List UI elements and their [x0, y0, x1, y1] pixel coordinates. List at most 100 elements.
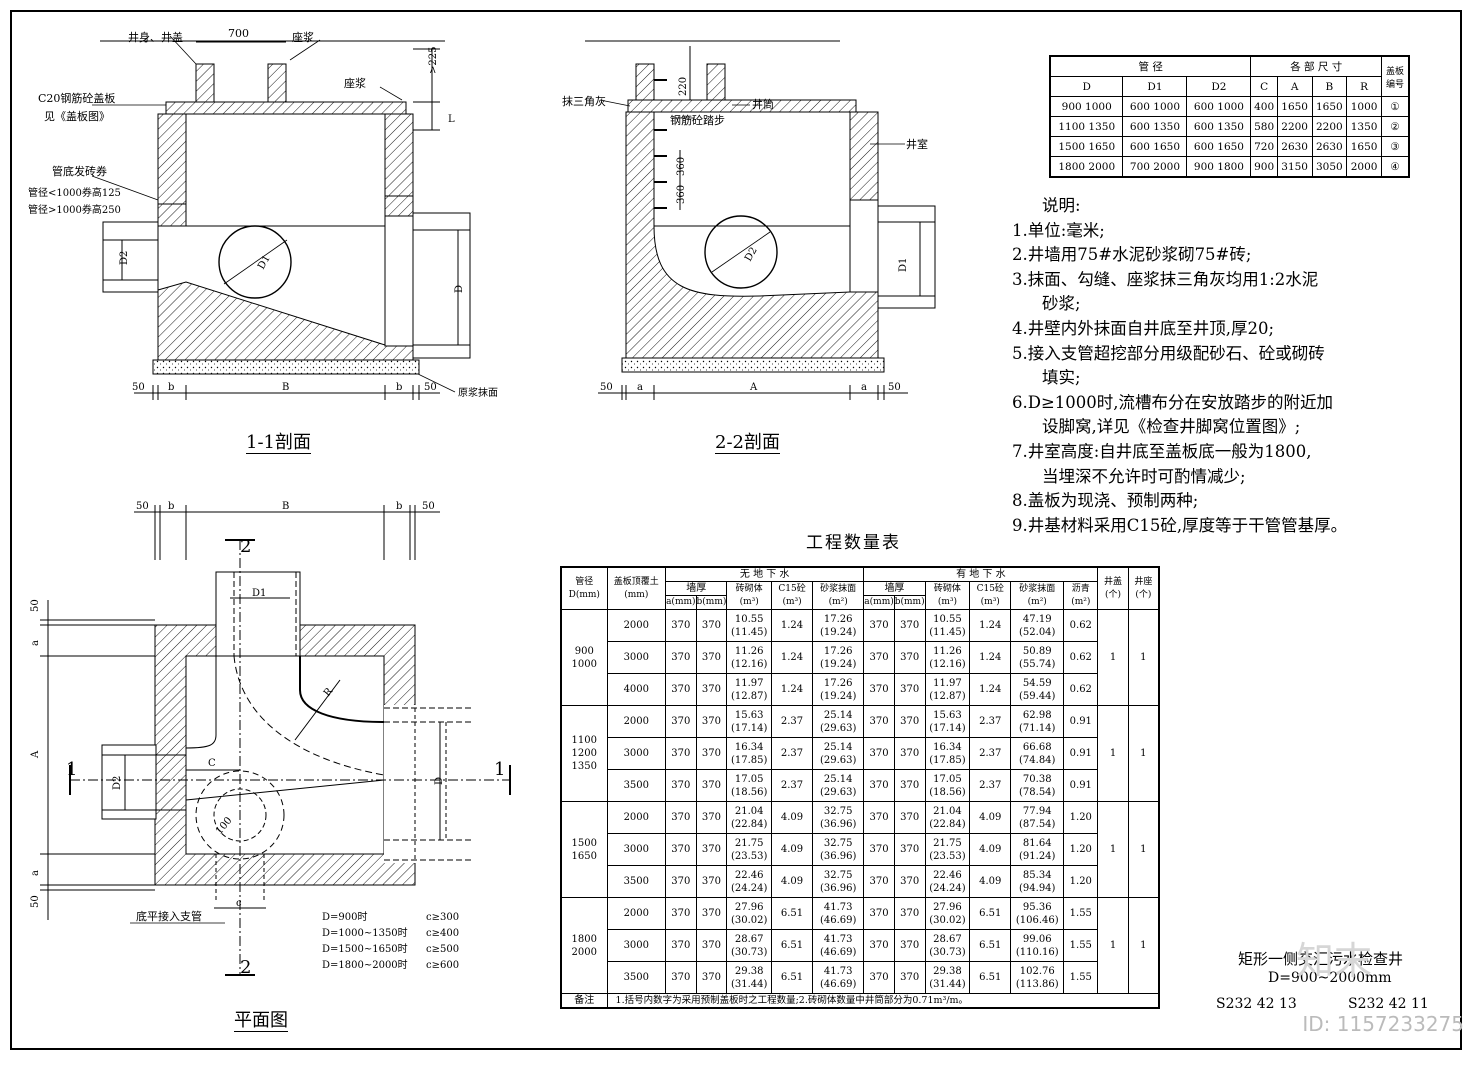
- notes: 说明: 1.单位:毫米; 2.井墙用75#水泥砂浆砌75#砖; 3.抹面、勾缝、…: [1012, 194, 1442, 538]
- svg-text:D1: D1: [252, 588, 266, 599]
- svg-text:钢筋砼踏步: 钢筋砼踏步: [670, 113, 725, 127]
- svg-text:D: D: [434, 777, 445, 785]
- svg-text:见《盖板图》: 见《盖板图》: [44, 109, 110, 123]
- svg-text:>225: >225: [428, 47, 439, 74]
- left-wall-upper: [157, 113, 187, 205]
- svg-text:1: 1: [66, 759, 77, 780]
- svg-text:L: L: [448, 114, 455, 125]
- neck-right: [706, 63, 726, 101]
- section-1-1: [91, 35, 471, 400]
- watermark-logo: 知末: [1296, 939, 1373, 983]
- note-item: 4.井壁内外抹面自井底至井顶,厚20;: [1012, 318, 1275, 338]
- note-item: 3.抹面、勾缝、座浆抹三角灰均用1:2水泥: [1012, 269, 1319, 289]
- svg-text:D1: D1: [898, 258, 909, 272]
- svg-text:A: A: [749, 382, 758, 393]
- cover-slab: [165, 101, 407, 115]
- svg-text:b: b: [396, 501, 402, 512]
- drawing-code-1: S232 42 13: [1216, 996, 1297, 1012]
- cover-neck-left: [195, 63, 215, 103]
- svg-text:220: 220: [678, 77, 689, 96]
- svg-text:管径<1000券高125: 管径<1000券高125: [28, 186, 121, 199]
- svg-text:座浆: 座浆: [344, 76, 366, 90]
- quantity-table: 管径D(mm)盖板顶覆土(mm)无 地 下 水有 地 下 水井盖(个)井座(个)…: [560, 566, 1160, 1009]
- svg-text:座浆: 座浆: [292, 30, 314, 44]
- svg-text:抹三角灰: 抹三角灰: [562, 94, 606, 108]
- svg-text:D2: D2: [112, 776, 123, 790]
- section-title-2-2: 2-2剖面: [715, 432, 780, 453]
- svg-text:c≥600: c≥600: [426, 960, 459, 971]
- svg-text:D=900时: D=900时: [322, 911, 367, 923]
- drawing-name: 矩形一侧交汇污水检查井: [1238, 950, 1404, 968]
- svg-text:管径>1000券高250: 管径>1000券高250: [28, 203, 121, 216]
- svg-text:a: a: [637, 382, 643, 393]
- svg-text:50: 50: [132, 382, 145, 393]
- note-item: 9.井基材料采用C15砼,厚度等于干管管基厚。: [1012, 515, 1348, 535]
- drawing-frame: [10, 10, 1462, 1050]
- section-title-plan: 平面图: [234, 1010, 288, 1031]
- section-2-2: [585, 40, 936, 400]
- note-item: 7.井室高度:自井底至盖板底一般为1800,: [1012, 441, 1312, 461]
- right-wall-upper: [384, 113, 414, 197]
- svg-text:c≥300: c≥300: [426, 912, 459, 923]
- svg-text:D: D: [454, 285, 465, 293]
- svg-text:D2: D2: [119, 251, 130, 265]
- plan-view: [40, 505, 511, 976]
- note-item: 5.接入支管超挖部分用级配砂石、砼或砌砖: [1012, 343, 1325, 363]
- svg-text:底平接入支管: 底平接入支管: [136, 909, 202, 923]
- label-cover: 井身、井盖: [128, 30, 183, 44]
- base-slab: [152, 359, 420, 375]
- svg-text:360: 360: [676, 185, 687, 204]
- svg-text:原浆抹面: 原浆抹面: [458, 386, 498, 399]
- svg-text:50: 50: [600, 382, 613, 393]
- svg-text:50: 50: [888, 382, 901, 393]
- svg-text:50: 50: [30, 599, 41, 612]
- section-title-1-1: 1-1剖面: [246, 432, 311, 453]
- svg-text:a: a: [30, 640, 41, 646]
- svg-text:A: A: [30, 750, 41, 759]
- svg-text:c: c: [236, 898, 242, 909]
- note-item: 8.盖板为现浇、预制两种;: [1012, 491, 1199, 511]
- cover-neck-right: [267, 63, 287, 103]
- svg-text:b: b: [168, 382, 174, 393]
- svg-text:1: 1: [494, 759, 505, 780]
- svg-text:2: 2: [240, 957, 251, 978]
- step-rungs: [654, 79, 667, 209]
- svg-text:b: b: [396, 382, 402, 393]
- notes-heading: 说明:: [1042, 196, 1081, 215]
- svg-text:C: C: [208, 758, 216, 769]
- watermark-id: ID: 1157233275: [1302, 1012, 1464, 1036]
- svg-text:c≥500: c≥500: [426, 944, 459, 955]
- svg-text:D=1000~1350时: D=1000~1350时: [322, 927, 408, 939]
- svg-text:管底发砖券: 管底发砖券: [52, 164, 107, 178]
- note-item: 6.D≥1000时,流槽布分在安放踏步的附近加: [1012, 392, 1334, 412]
- svg-text:2: 2: [240, 536, 251, 557]
- svg-text:B: B: [282, 382, 289, 393]
- svg-text:C20钢筋砼盖板: C20钢筋砼盖板: [38, 91, 115, 105]
- svg-text:B: B: [282, 501, 289, 512]
- svg-text:50: 50: [424, 382, 437, 393]
- svg-text:c≥400: c≥400: [426, 928, 459, 939]
- svg-text:a: a: [861, 382, 867, 393]
- drawing-range: D=900~2000mm: [1268, 970, 1392, 986]
- bench-fill: [157, 281, 414, 361]
- svg-text:D=1800~2000时: D=1800~2000时: [322, 959, 408, 971]
- note-item: 2.井墙用75#水泥砂浆砌75#砖;: [1012, 245, 1252, 265]
- svg-text:360: 360: [676, 157, 687, 176]
- svg-text:井筒: 井筒: [752, 97, 774, 111]
